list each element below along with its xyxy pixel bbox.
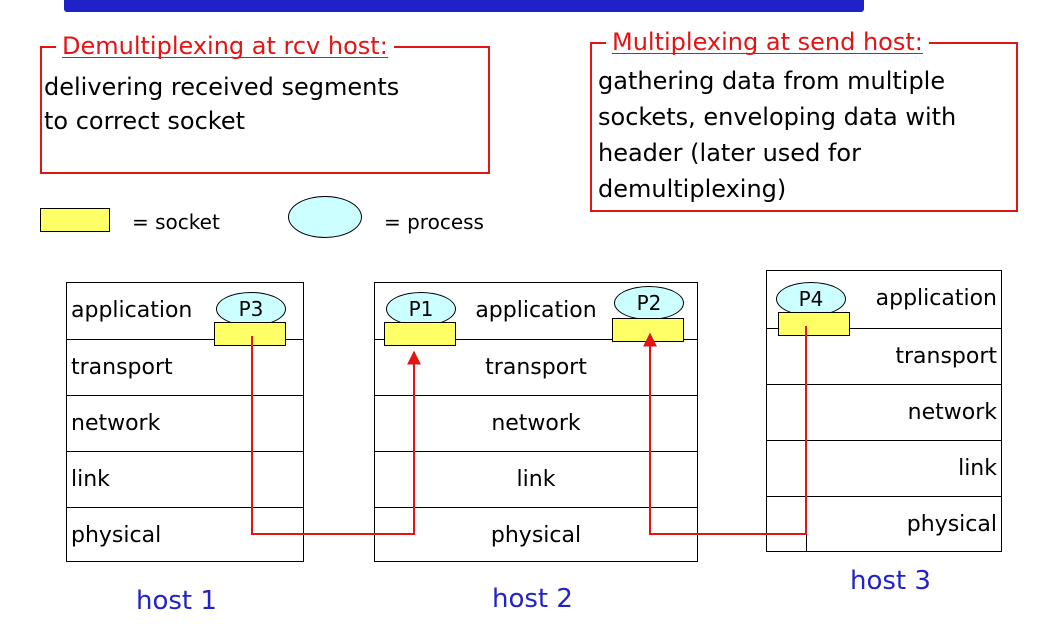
path-p4-to-p2 — [643, 326, 807, 535]
demux-label: Demultiplexing at rcv host: — [56, 32, 394, 60]
host-2-layer-transport: transport — [375, 339, 697, 395]
host-3-layer-link: link — [767, 440, 1001, 496]
host-3-layer-network: network — [767, 384, 1001, 440]
mux-line-4: demultiplexing) — [598, 175, 787, 203]
host-1-layer-application: application — [71, 298, 193, 323]
host-1-layer-link: link — [67, 451, 303, 507]
legend-socket-text: = socket — [132, 210, 220, 234]
path-p3-to-p1 — [251, 336, 421, 535]
legend-socket-icon — [40, 208, 110, 232]
mux-line-1: gathering data from multiple — [598, 67, 946, 95]
socket-p3 — [214, 322, 286, 346]
host-2-layer-application: application — [475, 298, 597, 323]
host-1-layer-network: network — [67, 395, 303, 451]
host-3-layer-application: application — [875, 286, 997, 311]
host-2-layer-physical: physical — [375, 507, 697, 563]
host-3-layer-physical: physical — [767, 496, 1001, 553]
socket-p4 — [778, 312, 850, 336]
mux-line-2: sockets, enveloping data with — [598, 103, 957, 131]
host-3-stack: application transport network link physi… — [766, 270, 1002, 552]
socket-p1 — [384, 322, 456, 346]
host-1-layer-transport: transport — [67, 339, 303, 395]
title-strip — [64, 0, 864, 12]
legend-process-text: = process — [384, 210, 484, 234]
demux-line-1: delivering received segments — [44, 73, 400, 101]
host-2-stack: application transport network link physi… — [374, 282, 698, 562]
host-1-label: host 1 — [136, 586, 217, 616]
host-1-stack: application transport network link physi… — [66, 282, 304, 562]
host-2-layer-network: network — [375, 395, 697, 451]
host-2-label: host 2 — [492, 584, 573, 614]
host-2-layer-link: link — [375, 451, 697, 507]
demux-line-2: to correct socket — [44, 107, 245, 135]
host-3-layer-transport: transport — [767, 328, 1001, 384]
mux-label: Multiplexing at send host: — [606, 28, 929, 56]
mux-line-3: header (later used for — [598, 139, 861, 167]
host-3-label: host 3 — [850, 566, 931, 596]
host-1-layer-physical: physical — [67, 507, 303, 563]
legend-process-icon — [288, 196, 362, 238]
